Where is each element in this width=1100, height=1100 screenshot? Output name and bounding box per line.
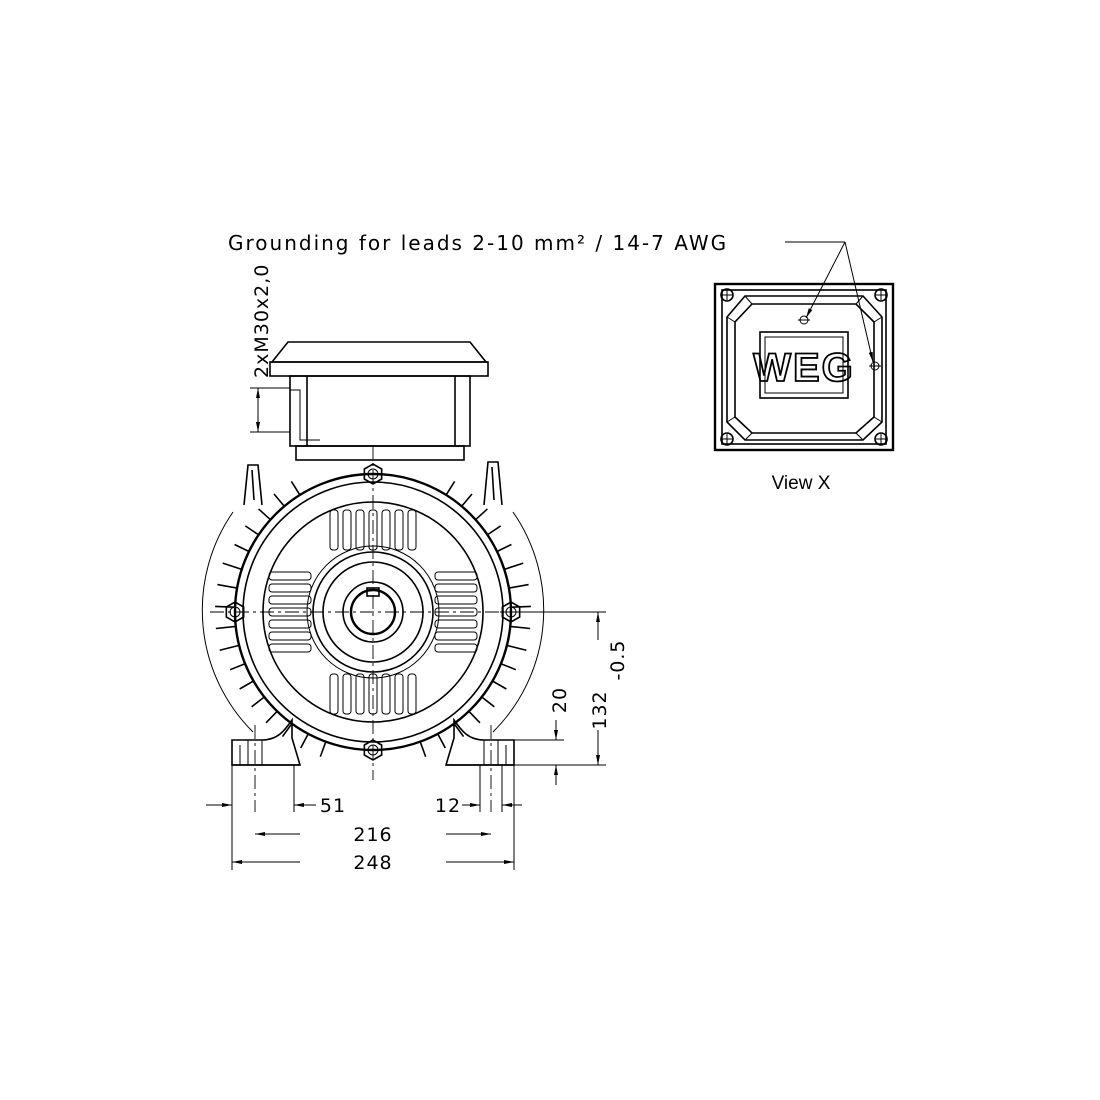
fin (506, 644, 527, 651)
dim-foot-height: 20 (549, 687, 571, 713)
fin (445, 480, 456, 496)
fin (486, 525, 502, 536)
fin (503, 562, 524, 571)
fin (468, 710, 481, 724)
fin (244, 525, 260, 536)
fin (251, 696, 265, 708)
fin (461, 493, 473, 507)
fin (481, 696, 495, 708)
fin (258, 508, 271, 521)
fin (496, 543, 512, 553)
fin (290, 480, 301, 496)
fin (265, 710, 278, 724)
dim-overall-width: 248 (353, 852, 392, 874)
dim-shaft-height: 132 (589, 690, 611, 729)
grounding-note: Grounding for leads 2-10 mm² / 14-7 AWG (228, 231, 728, 255)
fin (508, 583, 529, 589)
fin (492, 680, 507, 690)
fin (419, 741, 427, 757)
svg-text:WEG: WEG (753, 346, 855, 390)
fin (215, 605, 236, 608)
fin (453, 723, 465, 738)
height-dimensions (500, 611, 606, 785)
dim-shaft-height-tolerance: -0.5 (607, 639, 629, 680)
fin (475, 508, 488, 521)
fin (215, 625, 236, 630)
fin (239, 680, 254, 690)
fin (500, 662, 517, 671)
cable-gland-label: 2xM30x2,0 (251, 264, 273, 378)
grounding-leader (785, 241, 874, 363)
fin (234, 543, 250, 553)
fin (319, 741, 327, 757)
fin (510, 625, 531, 630)
dim-hole-diameter: 12 (435, 795, 461, 817)
dim-foot-hole-spacing: 216 (353, 824, 392, 846)
fin (273, 493, 285, 507)
view-x-corner-screws (720, 288, 888, 446)
view-x-terminal-lid (713, 282, 895, 452)
fin (229, 662, 246, 671)
motor-feet (231, 717, 515, 766)
fin (437, 733, 447, 749)
fin (217, 583, 238, 589)
cable-gland-dimension (250, 387, 290, 433)
fin (281, 723, 293, 738)
cooling-fins (201, 480, 545, 757)
lifting-lugs (243, 461, 503, 506)
fin (222, 562, 243, 571)
dim-foot-to-hole: 51 (320, 795, 346, 817)
fin (510, 605, 531, 608)
view-x-caption: View X (772, 473, 831, 494)
center-lines (210, 445, 540, 812)
width-dimensions (206, 765, 522, 870)
fin (219, 644, 240, 651)
fin (299, 733, 309, 749)
terminal-box (269, 341, 489, 461)
weg-logo: WEG (752, 331, 855, 399)
